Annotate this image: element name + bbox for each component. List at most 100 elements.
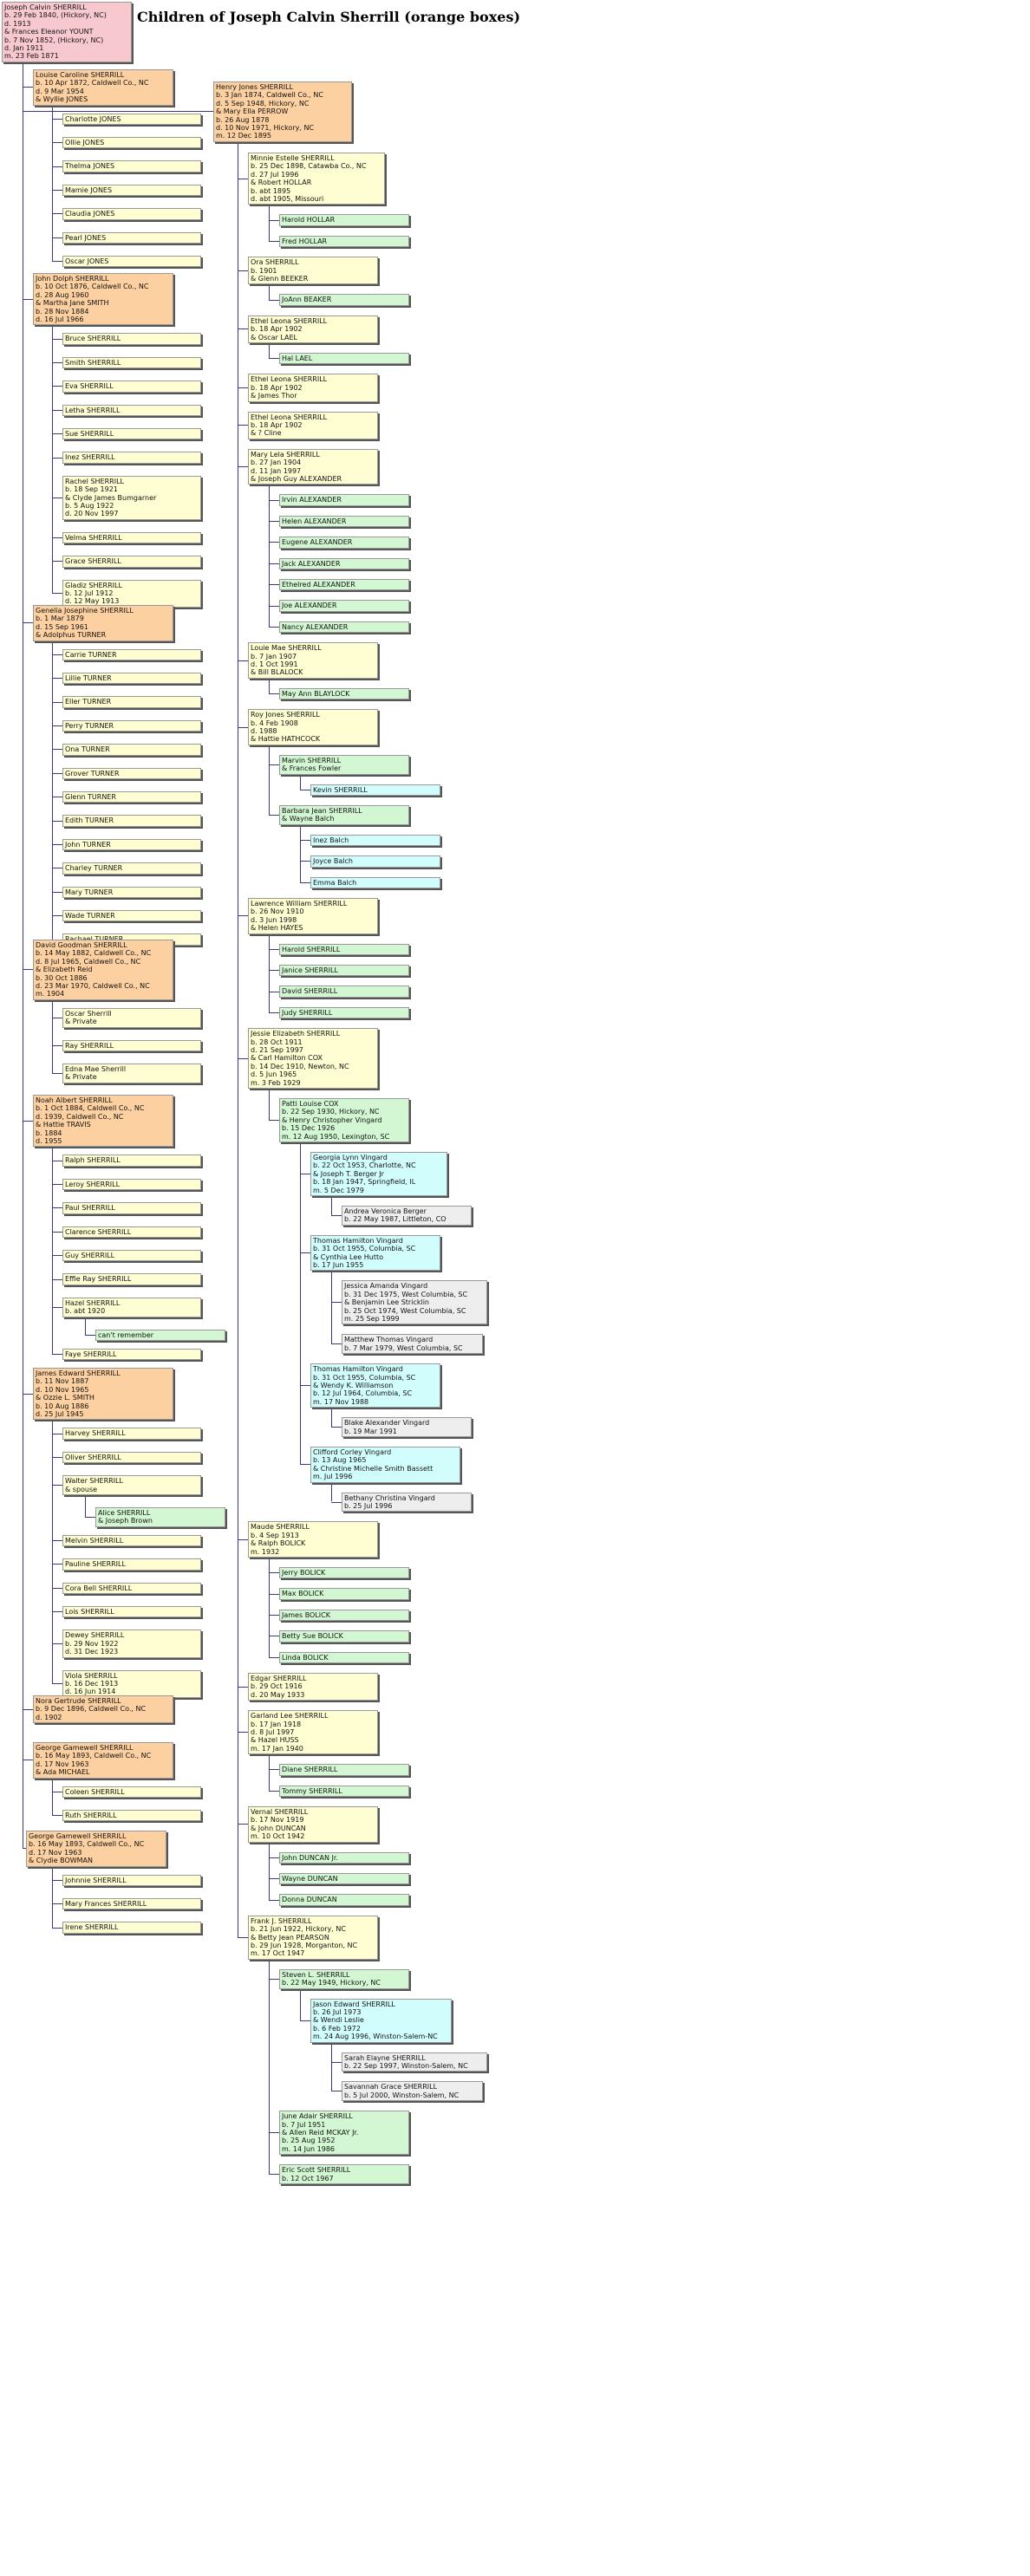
person-detail: b. 26 Jul 1973 — [313, 2008, 362, 2016]
person-detail: b. 29 Nov 1922 — [65, 1639, 119, 1648]
connector-line — [52, 1879, 62, 1881]
connector-line — [52, 1587, 62, 1589]
person-detail: d. 8 Jul 1965, Caldwell Co., NC — [36, 957, 141, 966]
person-detail: b. 15 Dec 1926 — [282, 1124, 336, 1133]
person-box-hal: Hal LAEL — [279, 353, 409, 365]
person-name: Max BOLICK — [282, 1590, 324, 1598]
person-name: Garland Lee SHERRILL — [251, 1712, 329, 1721]
person-detail: m. 17 Oct 1947 — [251, 1949, 305, 1958]
person-detail: b. 25 Dec 1898, Catawba Co., NC — [251, 162, 367, 171]
person-name: Ona TURNER — [65, 745, 110, 754]
person-detail: b. 1 Oct 1884, Caldwell Co., NC — [36, 1104, 145, 1113]
person-detail: b. 7 Nov 1852, (Hickory, NC) — [4, 36, 104, 44]
person-detail: b. 12 Jul 1964, Columbia, SC — [313, 1389, 413, 1398]
connector-line — [23, 1708, 33, 1710]
person-detail: & Frances Eleanor YOUNT — [4, 28, 94, 36]
person-box-judy: Judy SHERRILL — [279, 1006, 409, 1019]
person-name: Clifford Corley Vingard — [313, 1448, 392, 1456]
person-detail: m. 25 Sep 1999 — [344, 1315, 400, 1324]
connector-line — [52, 1146, 53, 1355]
person-detail: d. 20 May 1933 — [251, 1690, 305, 1699]
person-box-charlotte: Charlotte JONES — [62, 113, 201, 125]
connector-line — [238, 1538, 248, 1540]
connector-line — [52, 1278, 62, 1280]
person-name: Lawrence William SHERRILL — [251, 900, 348, 907]
person-box-edna: Edna Mae Sherrill& Private — [62, 1064, 201, 1083]
connector-line — [52, 213, 62, 215]
person-name: Nancy ALEXANDER — [282, 622, 349, 631]
person-detail: m. 24 Aug 1996, Winston-Salem-NC — [313, 2033, 438, 2041]
person-name: Nora Gertrude SHERRILL — [36, 1697, 121, 1705]
person-detail: & Joseph T. Berger Jr — [313, 1169, 384, 1178]
person-detail: b. 17 Nov 1919 — [251, 1816, 304, 1825]
person-detail: d. 5 Sep 1948, Hickory, NC — [216, 99, 310, 107]
connector-line — [52, 1777, 53, 1816]
person-detail: m. 1904 — [36, 990, 65, 999]
person-name: Emma Balch — [313, 878, 357, 887]
person-name: Pearl JONES — [65, 233, 107, 242]
connector-line — [238, 915, 248, 917]
person-box-ona: Ona TURNER — [62, 744, 201, 756]
person-name: Perry TURNER — [65, 721, 114, 730]
connector-line — [269, 241, 279, 242]
person-box-ralph: Ralph SHERRILL — [62, 1155, 201, 1167]
person-box-smith: Smith SHERRILL — [62, 356, 201, 369]
person-detail: d. 16 Jun 1914 — [65, 1688, 116, 1696]
connector-line — [269, 1978, 279, 1980]
person-detail: b. 28 Oct 1911 — [251, 1038, 303, 1046]
connector-line — [52, 1815, 62, 1817]
connector-line — [52, 1611, 62, 1613]
connector-line — [52, 457, 62, 459]
person-name: Grace SHERRILL — [65, 557, 121, 566]
connector-line — [52, 190, 62, 191]
connector-line — [269, 1790, 279, 1792]
person-name: Ralph SHERRILL — [65, 1156, 121, 1165]
connector-line — [85, 1494, 86, 1517]
person-name: Letha SHERRILL — [65, 406, 121, 414]
person-detail: b. 19 Mar 1991 — [344, 1427, 397, 1435]
connector-line — [269, 627, 279, 628]
person-box-harvey: Harvey SHERRILL — [62, 1428, 201, 1440]
person-box-jerry: Jerry BOLICK — [279, 1567, 409, 1579]
connector-line — [52, 725, 62, 726]
person-detail: m. Jul 1996 — [313, 1473, 353, 1481]
person-detail: b. 22 May 1949, Hickory, NC — [282, 1979, 381, 1987]
person-box-pauline: Pauline SHERRILL — [62, 1558, 201, 1571]
connector-line — [269, 358, 279, 360]
person-detail: d. 20 Nov 1997 — [65, 510, 119, 518]
person-name: Linda BOLICK — [282, 1653, 329, 1662]
connector-line — [331, 2061, 342, 2063]
person-name: Faye SHERRILL — [65, 1350, 117, 1358]
person-box-carrie: Carrie TURNER — [62, 648, 201, 660]
person-detail: d. 1988 — [251, 727, 277, 735]
connector-line — [52, 433, 62, 435]
person-box-johnd: John DUNCAN Jr. — [279, 1851, 409, 1864]
person-detail: m. 14 Jun 1986 — [282, 2144, 336, 2153]
person-detail: & Adolphus TURNER — [36, 631, 107, 640]
connector-line — [52, 1354, 62, 1356]
person-name: Walter SHERRILL — [65, 1477, 123, 1486]
person-name: Hazel SHERRILL — [65, 1298, 121, 1307]
person-box-donna: Donna DUNCAN — [279, 1894, 409, 1906]
person-detail: & Hazel HUSS — [251, 1736, 299, 1745]
person-name: Steven L. SHERRILL — [282, 1970, 350, 1979]
person-box-nancy: Nancy ALEXANDER — [279, 621, 409, 634]
connector-line — [269, 1841, 270, 1900]
connector-line — [52, 1643, 62, 1644]
person-detail: & Christine Michelle Smith Bassett — [313, 1464, 434, 1473]
person-name: James BOLICK — [282, 1610, 330, 1619]
person-box-harolds: Harold SHERRILL — [279, 943, 409, 955]
person-name: Lois SHERRILL — [65, 1608, 114, 1616]
person-box-pearl: Pearl JONES — [62, 231, 201, 244]
connector-line — [269, 342, 270, 359]
person-box-clarence: Clarence SHERRILL — [62, 1226, 201, 1238]
connector-line — [269, 1958, 270, 2175]
person-box-inez: Inez SHERRILL — [62, 452, 201, 464]
person-box-lois: Lois SHERRILL — [62, 1606, 201, 1618]
